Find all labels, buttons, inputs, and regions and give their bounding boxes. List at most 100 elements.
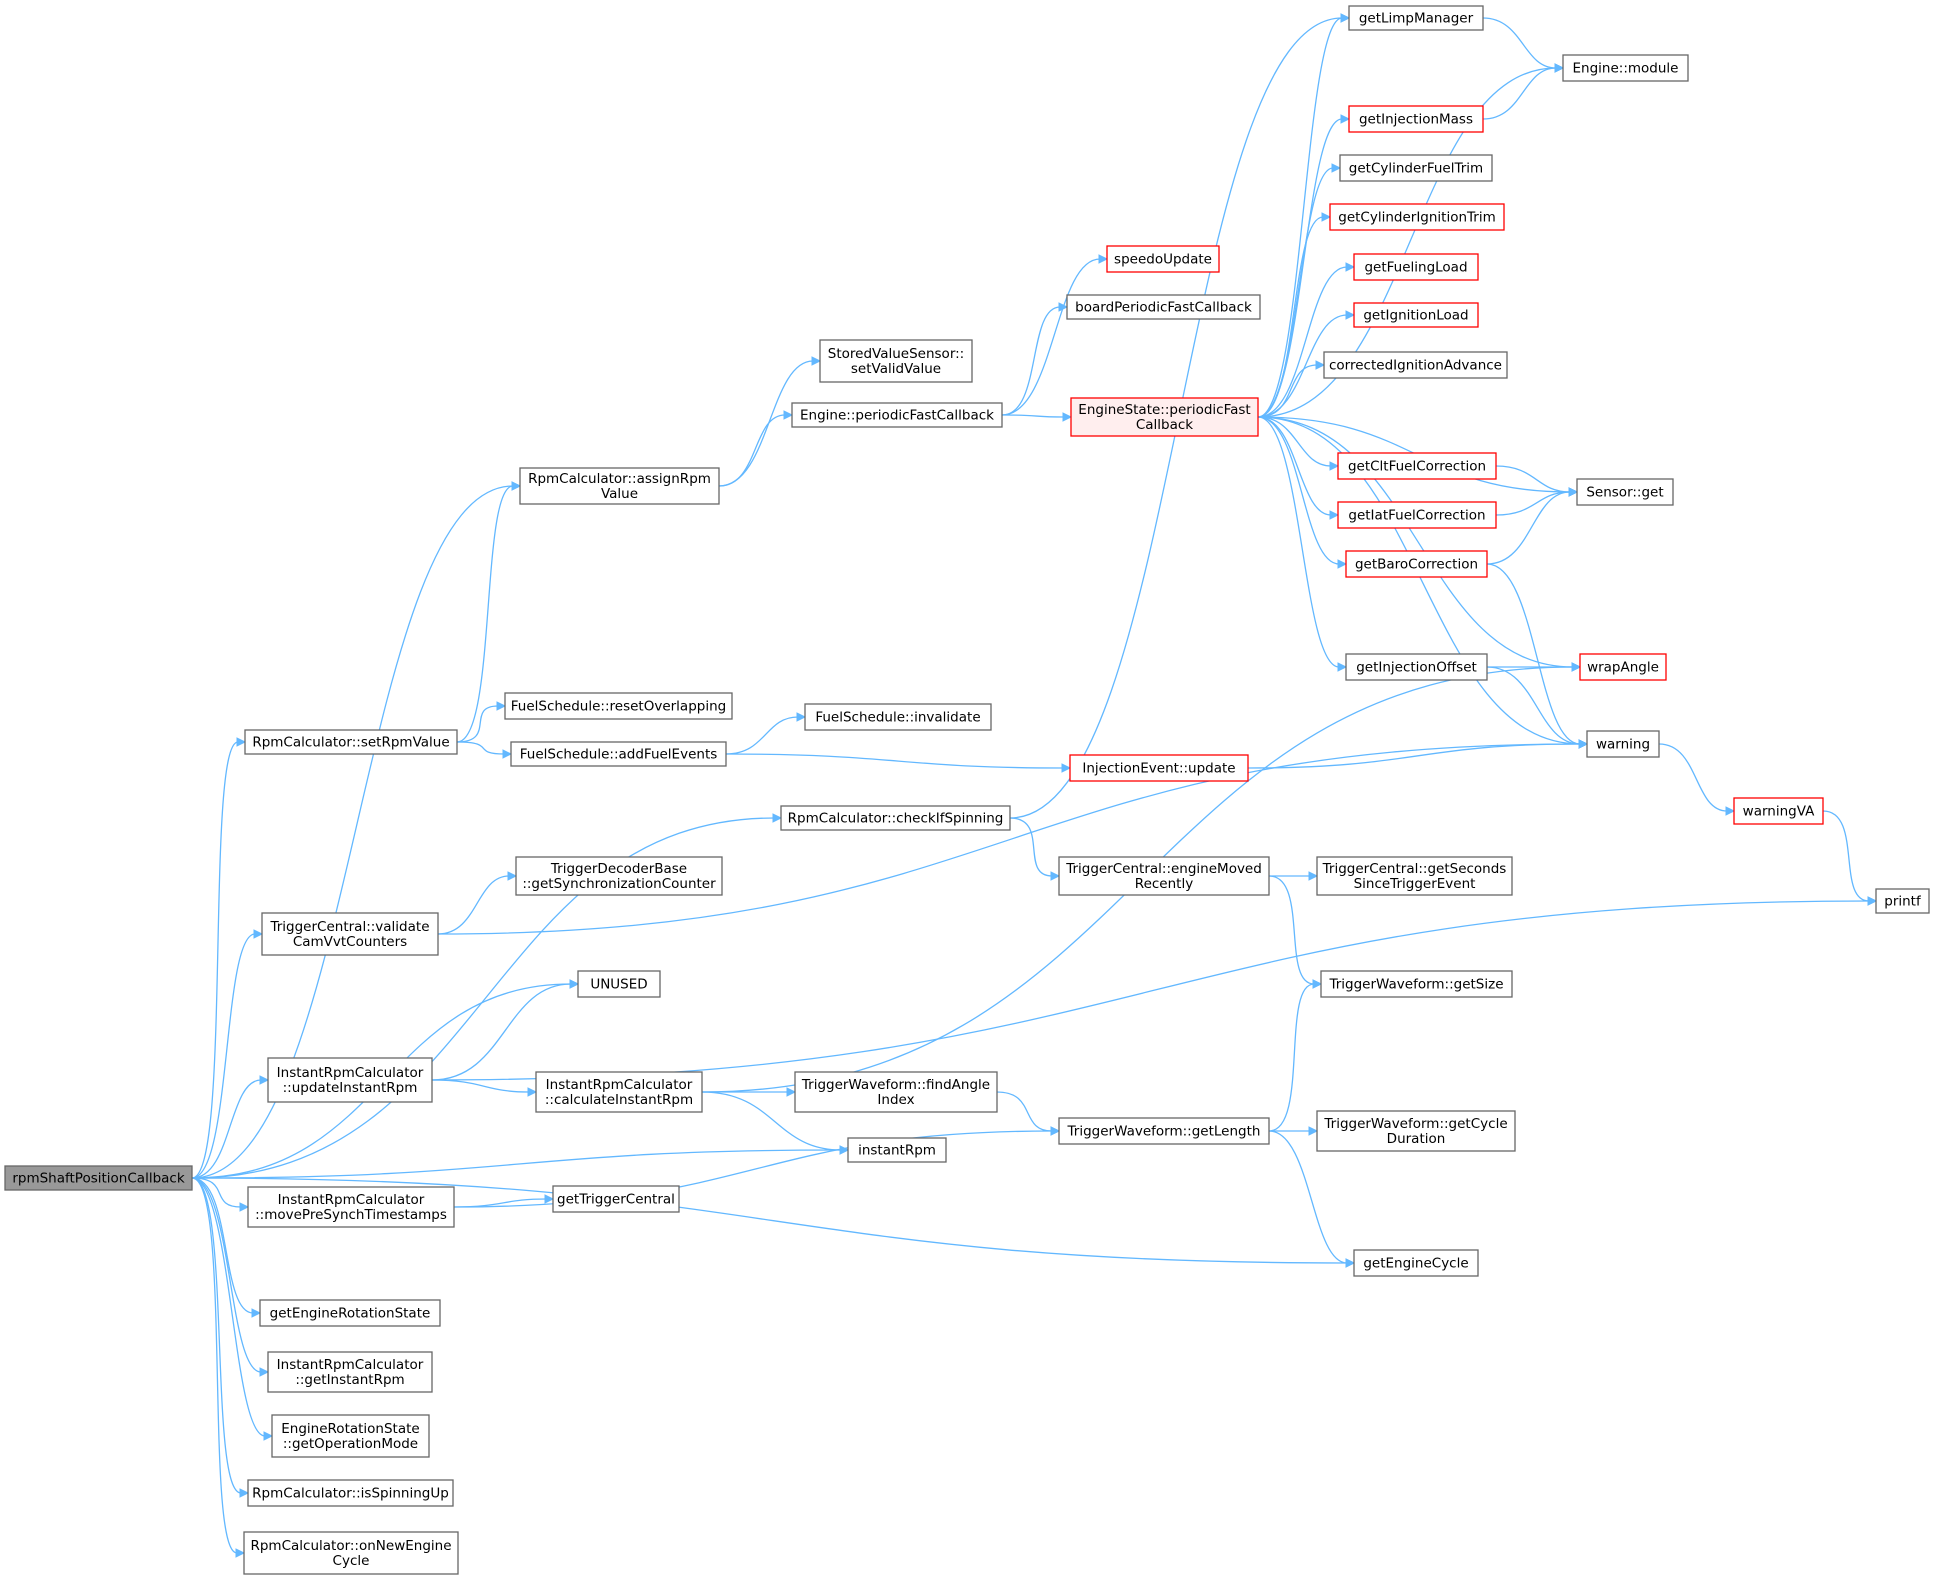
node-FuelSchedule_invalidate[interactable]: FuelSchedule::invalidate xyxy=(804,703,992,731)
node-box[interactable] xyxy=(1066,294,1261,320)
node-box[interactable] xyxy=(244,729,458,755)
node-box[interactable] xyxy=(794,1071,998,1113)
node-EngineState_periodicFastCallback[interactable]: EngineState::periodicFastCallback xyxy=(1070,397,1259,437)
node-TriggerDecoderBase_getSynchronizationCounter[interactable]: TriggerDecoderBase::getSynchronizationCo… xyxy=(515,856,723,896)
node-correctedIgnitionAdvance[interactable]: correctedIgnitionAdvance xyxy=(1323,351,1508,379)
node-box[interactable] xyxy=(267,1057,433,1103)
node-box[interactable] xyxy=(1337,501,1497,529)
node-box[interactable] xyxy=(1337,452,1497,480)
node-printf[interactable]: printf xyxy=(1875,888,1930,914)
node-box[interactable] xyxy=(247,1479,454,1507)
node-wrapAngle[interactable]: wrapAngle xyxy=(1579,653,1667,681)
node-box[interactable] xyxy=(1353,253,1479,281)
node-instantRpm[interactable]: instantRpm xyxy=(847,1137,947,1163)
node-box[interactable] xyxy=(1069,754,1249,782)
node-box[interactable] xyxy=(504,692,733,720)
node-boardPeriodicFastCallback[interactable]: boardPeriodicFastCallback xyxy=(1066,294,1261,320)
node-box[interactable] xyxy=(577,970,661,998)
node-box[interactable] xyxy=(259,1299,441,1327)
node-TriggerWaveform_getLength[interactable]: TriggerWaveform::getLength xyxy=(1058,1117,1270,1145)
node-Engine_periodicFastCallback[interactable]: Engine::periodicFastCallback xyxy=(791,402,1003,428)
node-box[interactable] xyxy=(271,1414,430,1458)
node-getEngineRotationState[interactable]: getEngineRotationState xyxy=(259,1299,441,1327)
node-getFuelingLoad[interactable]: getFuelingLoad xyxy=(1353,253,1479,281)
node-box[interactable] xyxy=(243,1531,459,1575)
node-box[interactable] xyxy=(780,805,1011,831)
node-box[interactable] xyxy=(847,1137,947,1163)
node-box[interactable] xyxy=(1348,5,1484,31)
node-box[interactable] xyxy=(519,467,720,505)
node-box[interactable] xyxy=(1070,397,1259,437)
node-box[interactable] xyxy=(510,741,727,767)
node-Sensor_get[interactable]: Sensor::get xyxy=(1576,478,1674,506)
node-box[interactable] xyxy=(1106,245,1220,273)
node-FuelSchedule_resetOverlapping[interactable]: FuelSchedule::resetOverlapping xyxy=(504,692,733,720)
node-box[interactable] xyxy=(515,856,723,896)
node-InstantRpmCalculator_movePreSynchTimestamps[interactable]: InstantRpmCalculator::movePreSynchTimest… xyxy=(247,1186,455,1228)
node-box[interactable] xyxy=(1058,856,1270,896)
node-box[interactable] xyxy=(804,703,992,731)
node-box[interactable] xyxy=(4,1165,193,1191)
node-box[interactable] xyxy=(1353,302,1479,328)
node-InstantRpmCalculator_calculateInstantRpm[interactable]: InstantRpmCalculator::calculateInstantRp… xyxy=(535,1071,703,1113)
node-getInjectionOffset[interactable]: getInjectionOffset xyxy=(1345,653,1488,681)
node-box[interactable] xyxy=(1579,653,1667,681)
node-StoredValueSensor_setValidValue[interactable]: StoredValueSensor::setValidValue xyxy=(819,339,973,383)
node-box[interactable] xyxy=(1320,970,1513,998)
node-box[interactable] xyxy=(552,1185,680,1213)
node-EngineRotationState_getOperationMode[interactable]: EngineRotationState::getOperationMode xyxy=(271,1414,430,1458)
node-getCltFuelCorrection[interactable]: getCltFuelCorrection xyxy=(1337,452,1497,480)
node-box[interactable] xyxy=(1586,730,1660,758)
node-warningVA[interactable]: warningVA xyxy=(1733,797,1824,825)
node-box[interactable] xyxy=(1576,478,1674,506)
node-TriggerCentral_getSecondsSinceTriggerEvent[interactable]: TriggerCentral::getSecondsSinceTriggerEv… xyxy=(1316,856,1513,896)
node-getTriggerCentral[interactable]: getTriggerCentral xyxy=(552,1185,680,1213)
node-getIgnitionLoad[interactable]: getIgnitionLoad xyxy=(1353,302,1479,328)
node-box[interactable] xyxy=(1353,1249,1479,1277)
node-TriggerWaveform_getSize[interactable]: TriggerWaveform::getSize xyxy=(1320,970,1513,998)
node-box[interactable] xyxy=(791,402,1003,428)
node-box[interactable] xyxy=(1733,797,1824,825)
node-RpmCalculator_isSpinningUp[interactable]: RpmCalculator::isSpinningUp xyxy=(247,1479,454,1507)
node-Engine_module[interactable]: Engine::module xyxy=(1562,54,1689,82)
node-warning[interactable]: warning xyxy=(1586,730,1660,758)
node-FuelSchedule_addFuelEvents[interactable]: FuelSchedule::addFuelEvents xyxy=(510,741,727,767)
node-box[interactable] xyxy=(1875,888,1930,914)
node-box[interactable] xyxy=(1323,351,1508,379)
node-getIatFuelCorrection[interactable]: getIatFuelCorrection xyxy=(1337,501,1497,529)
node-box[interactable] xyxy=(1058,1117,1270,1145)
node-InstantRpmCalculator_updateInstantRpm[interactable]: InstantRpmCalculator::updateInstantRpm xyxy=(267,1057,433,1103)
node-box[interactable] xyxy=(1562,54,1689,82)
node-box[interactable] xyxy=(1316,1110,1516,1152)
node-RpmCalculator_checkIfSpinning[interactable]: RpmCalculator::checkIfSpinning xyxy=(780,805,1011,831)
node-InjectionEvent_update[interactable]: InjectionEvent::update xyxy=(1069,754,1249,782)
node-speedoUpdate[interactable]: speedoUpdate xyxy=(1106,245,1220,273)
node-getInjectionMass[interactable]: getInjectionMass xyxy=(1348,105,1484,133)
node-getEngineCycle[interactable]: getEngineCycle xyxy=(1353,1249,1479,1277)
node-box[interactable] xyxy=(535,1071,703,1113)
node-InstantRpmCalculator_getInstantRpm[interactable]: InstantRpmCalculator::getInstantRpm xyxy=(267,1351,433,1393)
node-getBaroCorrection[interactable]: getBaroCorrection xyxy=(1345,550,1488,578)
node-box[interactable] xyxy=(247,1186,455,1228)
node-getCylinderIgnitionTrim[interactable]: getCylinderIgnitionTrim xyxy=(1329,203,1505,231)
node-rpmShaftPositionCallback[interactable]: rpmShaftPositionCallback xyxy=(4,1165,193,1191)
node-box[interactable] xyxy=(1339,154,1493,182)
node-box[interactable] xyxy=(1348,105,1484,133)
node-getLimpManager[interactable]: getLimpManager xyxy=(1348,5,1484,31)
node-box[interactable] xyxy=(1329,203,1505,231)
node-box[interactable] xyxy=(1345,653,1488,681)
node-box[interactable] xyxy=(261,912,439,956)
node-RpmCalculator_setRpmValue[interactable]: RpmCalculator::setRpmValue xyxy=(244,729,458,755)
node-getCylinderFuelTrim[interactable]: getCylinderFuelTrim xyxy=(1339,154,1493,182)
node-box[interactable] xyxy=(1345,550,1488,578)
node-box[interactable] xyxy=(267,1351,433,1393)
node-UNUSED[interactable]: UNUSED xyxy=(577,970,661,998)
node-box[interactable] xyxy=(819,339,973,383)
node-box[interactable] xyxy=(1316,856,1513,896)
